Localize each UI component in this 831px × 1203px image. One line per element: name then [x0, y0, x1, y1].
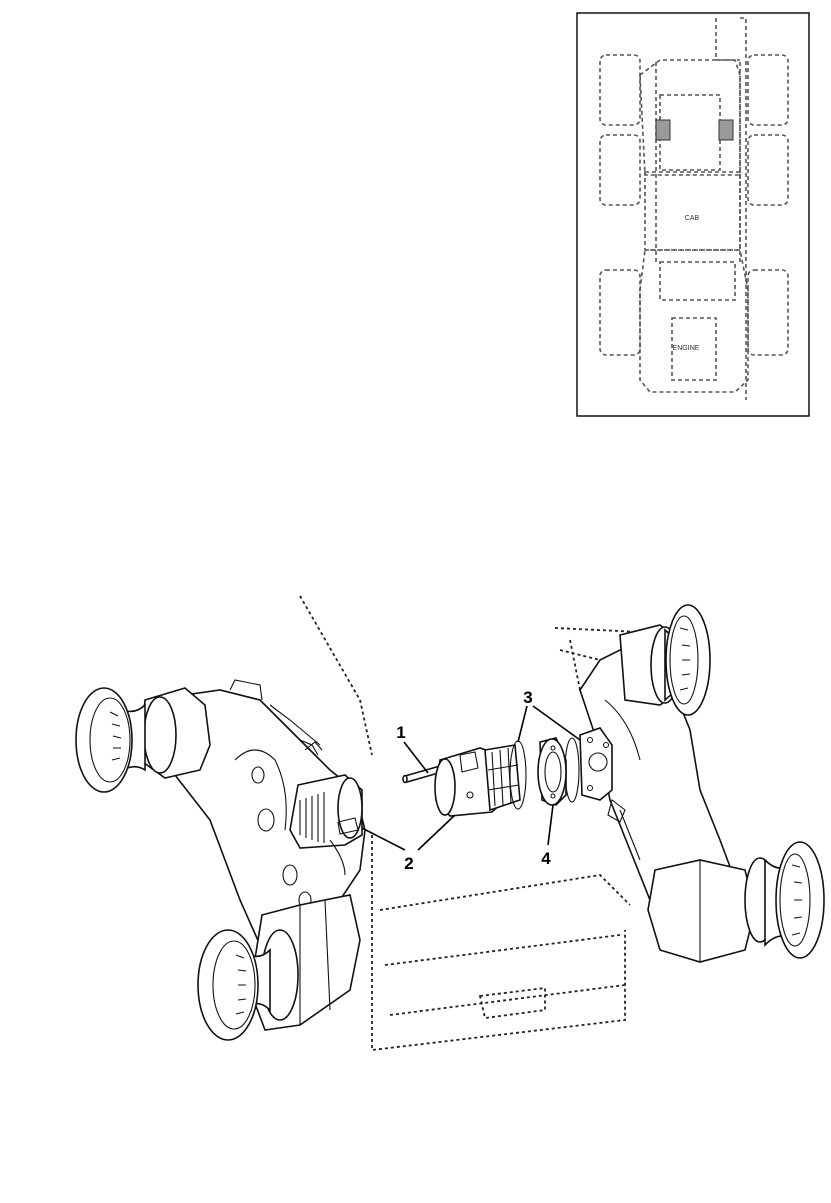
right-mount-bolt	[586, 736, 594, 744]
callout-4: 4	[541, 849, 551, 868]
right-front-wheel-bolts	[679, 627, 691, 691]
body-ghost-panel	[379, 874, 631, 1016]
inset-wheel	[747, 54, 789, 126]
inset-highlight-right	[718, 119, 734, 141]
leader-2	[361, 814, 456, 851]
callout-1: 1	[396, 723, 405, 742]
body-ghost-plate	[478, 986, 546, 1020]
right-bogie-rib	[604, 699, 641, 861]
locator-inset: CAB ENGINE	[576, 12, 810, 417]
left-rear-wheel-bolts	[235, 954, 247, 1015]
left-front-wheel-bolts	[109, 711, 122, 761]
right-mount-bolt	[602, 741, 610, 749]
inset-wheel	[599, 269, 641, 356]
right-bogie-tab	[607, 799, 626, 823]
left-motor-cable	[329, 839, 346, 876]
left-rear-wheel-flange	[197, 929, 259, 1041]
left-bogie-clip	[299, 739, 323, 756]
right-mount-bore	[588, 752, 608, 772]
right-mount-bolt	[586, 784, 594, 792]
center-motor-face	[434, 758, 456, 816]
left-rear-wheel-rim	[212, 940, 256, 1030]
callout-2: 2	[404, 854, 413, 873]
leader-1	[403, 741, 429, 774]
left-bogie-rib	[229, 679, 321, 746]
bearing-bore	[544, 751, 562, 793]
shaft-end	[402, 774, 408, 784]
inset-wheel	[747, 269, 789, 356]
left-motor-port	[337, 817, 359, 835]
inset-frame	[576, 12, 810, 417]
leader-4	[547, 804, 554, 846]
right-rear-wheel-bolts	[791, 864, 803, 936]
left-motor-assembly	[289, 774, 363, 876]
left-bogie-hole	[251, 766, 265, 784]
left-bogie-hole	[282, 864, 298, 886]
body-ghost-base	[371, 835, 626, 1052]
inset-wheel	[747, 134, 789, 206]
center-motor-port	[459, 751, 479, 773]
item-3-oring-right	[564, 737, 580, 803]
center-motor-fitting	[466, 791, 474, 799]
left-front-wheel-rim	[89, 697, 131, 783]
left-front-wheel-flange	[75, 687, 133, 793]
callout-3: 3	[523, 688, 532, 707]
left-bogie-curve	[234, 749, 287, 831]
left-front-hub-face	[143, 696, 177, 774]
leader-3	[517, 705, 581, 743]
bearing-hole	[550, 745, 556, 751]
inset-highlight-left	[655, 119, 671, 141]
left-motor-fins	[299, 792, 325, 843]
left-bogie-hole	[257, 808, 275, 832]
inset-wheel	[599, 134, 641, 206]
bearing-face	[537, 738, 567, 806]
inset-cab	[644, 171, 741, 251]
inset-engine	[671, 317, 717, 381]
left-rear-housing-seam	[299, 899, 331, 1025]
body-ghost-edge	[299, 595, 373, 756]
inset-rear-body	[639, 249, 749, 393]
main-exploded-view: 1 2 3 4	[75, 595, 825, 1052]
item-2-center-motor	[434, 744, 521, 817]
inset-frame-rail	[655, 62, 741, 262]
engine-label: ENGINE	[673, 345, 700, 352]
right-rear-hub-housing	[647, 859, 756, 963]
inset-front-inner	[659, 94, 721, 171]
item-4-bearing	[537, 737, 567, 806]
right-rear-wheel-rim	[779, 853, 811, 947]
left-motor-face	[337, 777, 363, 839]
bearing-hole	[550, 793, 556, 799]
inset-rear-inner	[659, 261, 736, 301]
right-front-wheel-rim	[669, 615, 699, 705]
cab-label: CAB	[685, 215, 700, 222]
